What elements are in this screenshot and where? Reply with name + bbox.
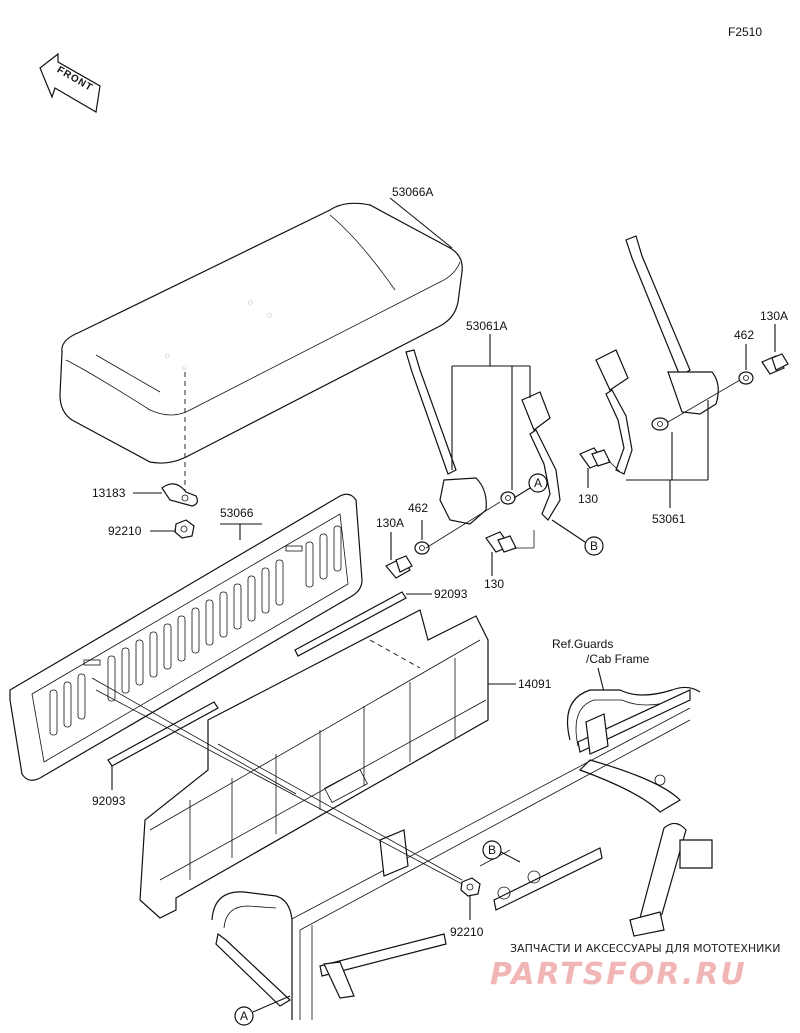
label-seat-base: 53066: [220, 506, 254, 520]
strip-92093-top: [294, 591, 407, 657]
bolt-130a-right: [761, 353, 789, 375]
marker-a-lower: A: [234, 1006, 254, 1026]
label-bolt-130a-left: 130A: [376, 516, 404, 530]
label-bolt-130a-right: 130A: [760, 309, 788, 323]
figure-code: F2510: [728, 25, 762, 39]
label-strip-top: 92093: [434, 587, 468, 601]
label-seat-cushion: 53066A: [392, 185, 433, 199]
washer-462-left: [414, 541, 430, 555]
label-washer-left: 462: [408, 501, 428, 515]
front-arrow-icon: FRONT: [39, 52, 101, 113]
svg-text:◌: ◌: [267, 311, 272, 320]
seat-base-slots: [49, 525, 342, 736]
bolt-130-mid: [485, 531, 517, 553]
cab-frame: [211, 686, 713, 1020]
label-bolt-130-right: 130: [578, 492, 598, 506]
bolt-130-right: [579, 447, 611, 469]
svg-text:◌: ◌: [182, 363, 187, 372]
seat-cushion: ◌ ◌ ◌ ◌: [59, 202, 463, 464]
marker-b-lower: B: [482, 840, 502, 860]
washer-462-right: [738, 371, 754, 385]
label-nut-bottom: 92210: [450, 925, 484, 939]
label-belt-left: 53061A: [466, 319, 507, 333]
svg-text:◌: ◌: [248, 298, 253, 307]
svg-text:A: A: [534, 476, 542, 490]
svg-text:A: A: [240, 1009, 248, 1023]
bolt-130a-left: [385, 555, 413, 579]
label-strip-bottom: 92093: [92, 794, 126, 808]
seat-base: [9, 493, 363, 781]
seat-belt-right: [595, 235, 719, 475]
svg-text:◌: ◌: [165, 351, 170, 360]
svg-text:B: B: [590, 539, 598, 553]
washer-53061-flat: [651, 417, 669, 431]
strip-92093-bottom: [107, 701, 219, 767]
nut-92210-bottom: [460, 877, 481, 897]
label-washer-right: 462: [734, 328, 754, 342]
panel-ribs: [189, 658, 456, 880]
label-belt-right: 53061: [652, 512, 686, 526]
washer-462-mid: [500, 491, 516, 505]
label-panel: 14091: [518, 677, 552, 691]
seat-belt-left: [405, 349, 561, 525]
bracket-13183: [161, 483, 198, 507]
label-bolt-130-mid: 130: [484, 577, 504, 591]
label-bracket: 13183: [92, 486, 126, 500]
marker-a-upper: A: [528, 473, 548, 493]
svg-text:B: B: [488, 843, 496, 857]
watermark-line-2: PARTSFOR.RU: [490, 957, 747, 992]
label-nut-left: 92210: [108, 524, 142, 538]
watermark-line-1: ЗАПЧАСТИ И АКСЕССУАРЫ ДЛЯ МОТОТЕХНИКИ: [510, 942, 780, 955]
reference-line-2: /Cab Frame: [586, 652, 650, 666]
panel-14091: [139, 609, 489, 919]
marker-b-upper: B: [584, 536, 604, 556]
reference-line-1: Ref.Guards: [552, 637, 613, 651]
nut-92210-left: [174, 519, 195, 539]
